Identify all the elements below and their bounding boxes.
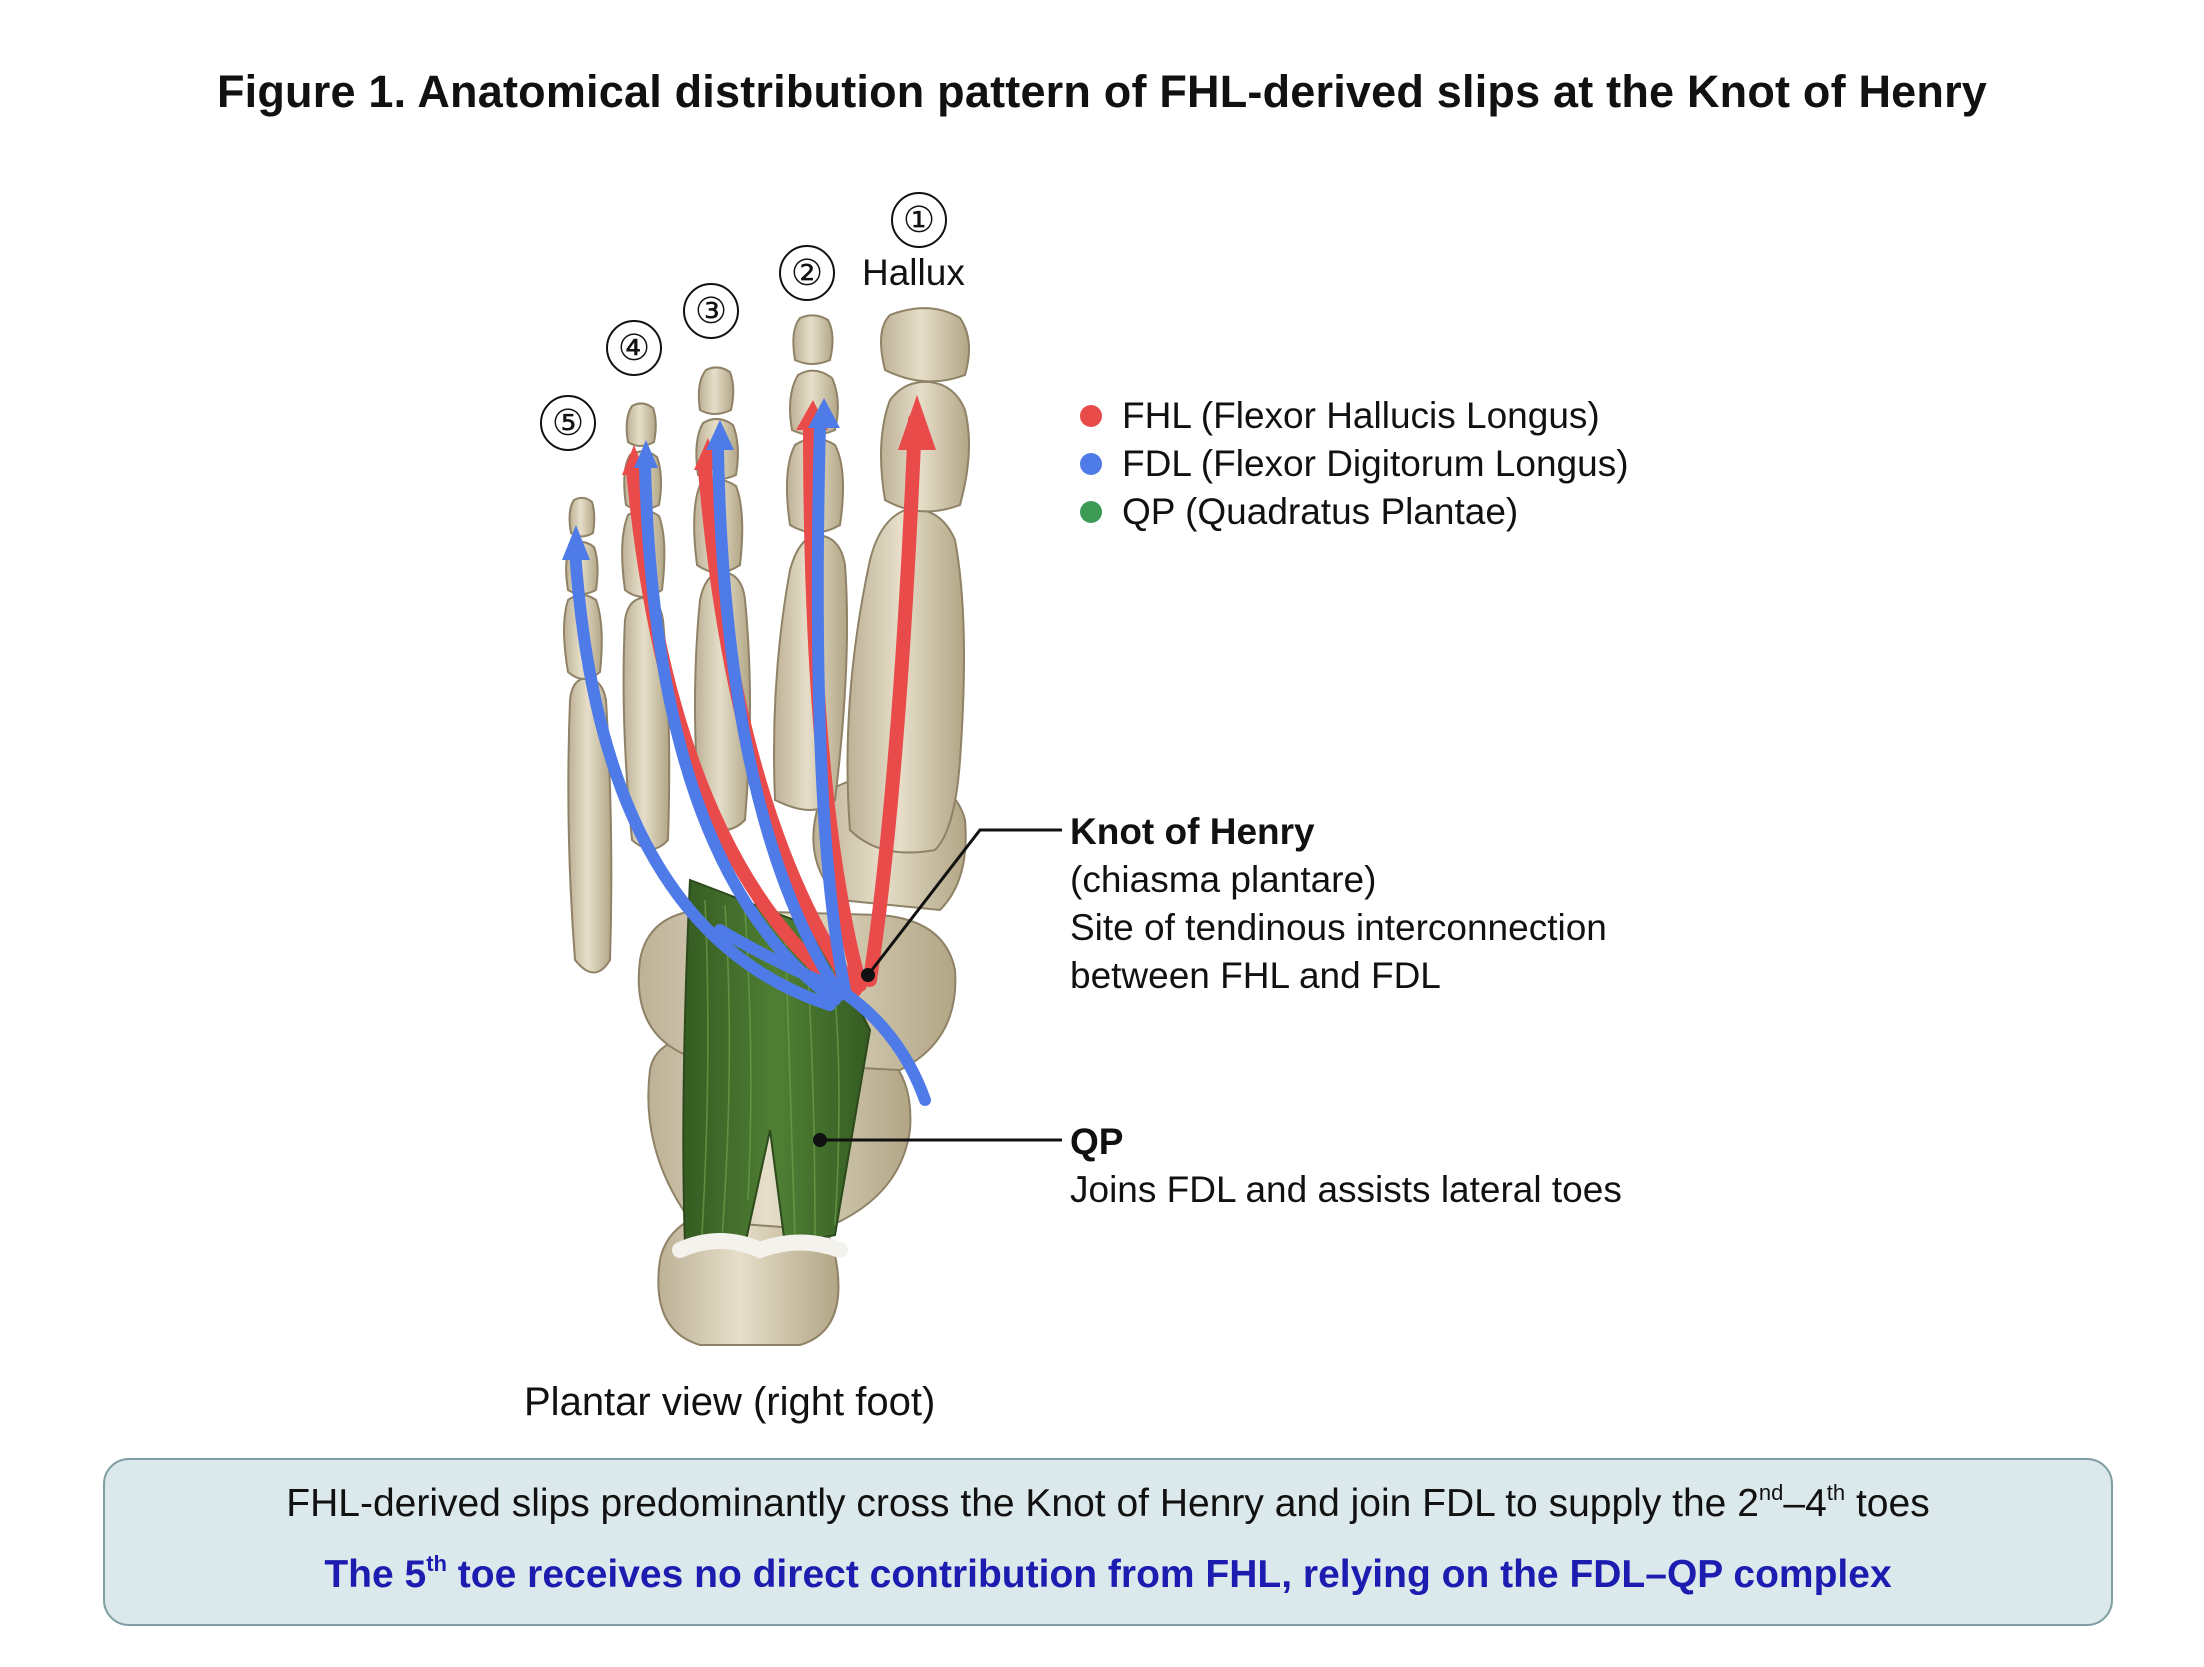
fdl-slip-toe-2 [811, 419, 851, 996]
qp-marker [813, 1133, 827, 1147]
knot-line-2: Site of tendinous interconnection [1070, 907, 1607, 948]
summary-box: FHL-derived slips predominantly cross th… [103, 1458, 2113, 1626]
fdl-arrowheads [562, 398, 840, 560]
fdl-slip-toe-5 [569, 544, 836, 1011]
summary-line-2: The 5th toe receives no direct contribut… [324, 1551, 1892, 1597]
fdl-tendons [569, 419, 931, 1106]
legend-item-qp: QP (Quadratus Plantae) [1080, 488, 1629, 536]
toe-number-1: ① [891, 192, 947, 248]
toe-label-hallux: Hallux [862, 252, 965, 293]
knot-line-3: between FHL and FDL [1070, 955, 1441, 996]
legend-item-fhl: FHL (Flexor Hallucis Longus) [1080, 392, 1629, 440]
legend-label: QP (Quadratus Plantae) [1122, 491, 1519, 532]
figure-title: Figure 1. Anatomical distribution patter… [216, 66, 1988, 117]
knot-line-1: (chiasma plantare) [1070, 859, 1377, 900]
callout-leaders [820, 828, 1062, 1142]
fdl-dot-icon [1080, 453, 1102, 475]
view-caption: Plantar view (right foot) [524, 1380, 936, 1424]
summary-line-1: FHL-derived slips predominantly cross th… [286, 1480, 1930, 1526]
toe-number-5: ⑤ [540, 395, 596, 451]
fhl-slip-hallux [863, 413, 922, 987]
toe-number-3: ③ [683, 283, 739, 339]
knot-heading: Knot of Henry [1070, 811, 1315, 852]
qp-line-1: Joins FDL and assists lateral toes [1070, 1169, 1622, 1210]
knot-marker [861, 968, 875, 982]
fhl-dot-icon [1080, 405, 1102, 427]
qp-heading: QP [1070, 1121, 1124, 1162]
legend: FHL (Flexor Hallucis Longus) FDL (Flexor… [1080, 392, 1629, 536]
toe-number-4: ④ [606, 320, 662, 376]
qp-dot-icon [1080, 501, 1102, 523]
legend-label: FHL (Flexor Hallucis Longus) [1122, 395, 1600, 436]
fdl-slip-toe-3 [712, 444, 846, 1001]
toe-number-2: ② [779, 245, 835, 301]
legend-item-fdl: FDL (Flexor Digitorum Longus) [1080, 440, 1629, 488]
legend-label: FDL (Flexor Digitorum Longus) [1122, 443, 1629, 484]
knot-callout: Knot of Henry (chiasma plantare) Site of… [1070, 808, 1607, 1000]
qp-callout: QP Joins FDL and assists lateral toes [1070, 1118, 1622, 1214]
fdl-slip-toe-4 [639, 459, 841, 1006]
